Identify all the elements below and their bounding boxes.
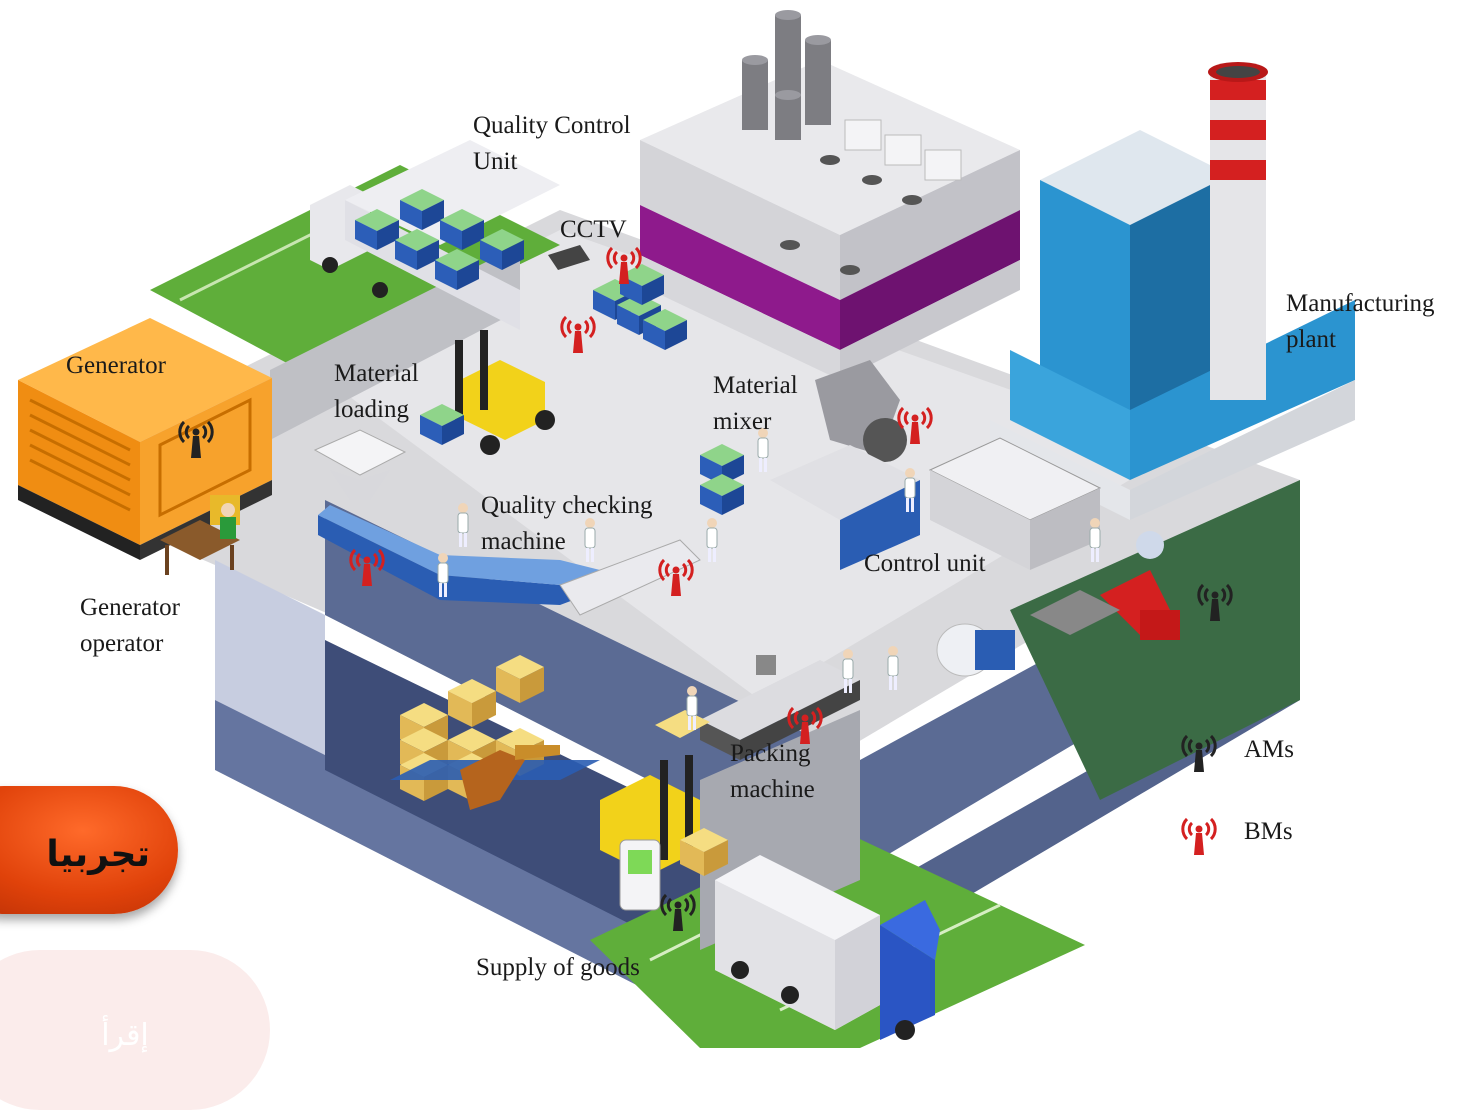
- label-generator: Generator: [66, 352, 166, 379]
- label-line: operator: [80, 630, 164, 657]
- label-line: loading: [334, 396, 409, 423]
- experiment-tab-label: تجربيا: [46, 834, 150, 875]
- legend-ams: AMs: [1244, 736, 1295, 763]
- label-control-unit: Control unit: [864, 550, 986, 577]
- factory-scene: [18, 10, 1355, 1048]
- label-material-loading: Material loading: [334, 356, 419, 428]
- secondary-tab-label: إقرأ: [101, 1018, 149, 1053]
- label-line: Manufacturing: [1286, 290, 1435, 317]
- label-line: mixer: [713, 408, 772, 435]
- label-quality-control-unit: Quality Control Unit: [473, 108, 631, 180]
- label-line: Packing: [730, 740, 811, 767]
- label-line: Material: [334, 360, 419, 387]
- label-supply-of-goods: Supply of goods: [476, 954, 640, 981]
- label-line: Generator: [80, 594, 180, 621]
- label-line: Quality Control: [473, 112, 631, 139]
- label-material-mixer: Material mixer: [713, 368, 798, 440]
- label-line: Quality checking: [481, 492, 653, 519]
- label-line: Unit: [473, 148, 518, 175]
- label-line: plant: [1286, 326, 1336, 353]
- label-quality-checking-machine: Quality checking machine: [481, 488, 652, 560]
- label-generator-operator: Generator operator: [80, 590, 180, 662]
- label-packing-machine: Packing machine: [730, 736, 815, 808]
- label-line: Material: [713, 372, 798, 399]
- label-manufacturing-plant: Manufacturing plant: [1286, 286, 1435, 358]
- legend-bms: BMs: [1244, 818, 1293, 845]
- label-cctv: CCTV: [560, 216, 627, 243]
- label-line: machine: [481, 528, 566, 555]
- experiment-tab[interactable]: [0, 786, 178, 914]
- label-line: machine: [730, 776, 815, 803]
